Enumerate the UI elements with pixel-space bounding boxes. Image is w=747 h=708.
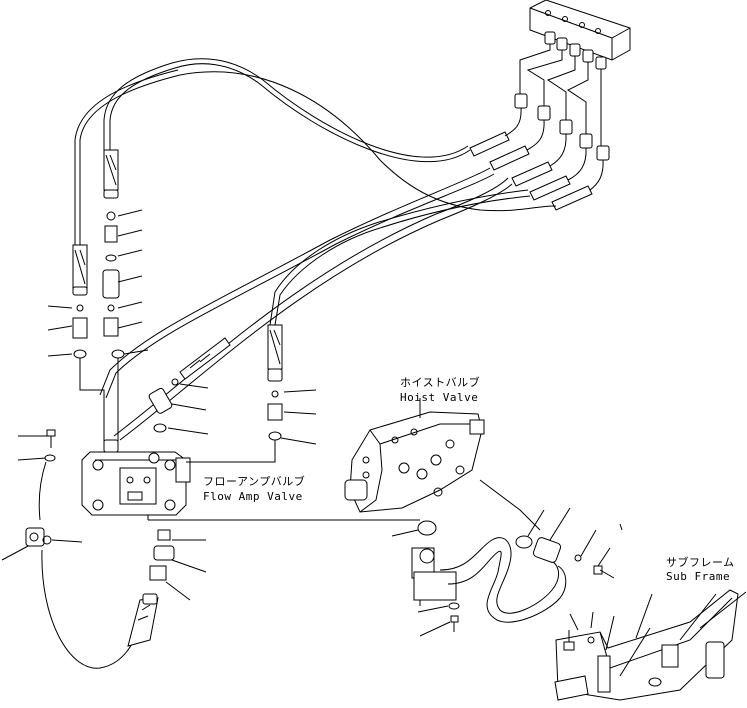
sub-frame-label-en: Sub Frame — [666, 570, 731, 583]
sub-frame-label-jp: サブフレーム — [666, 556, 735, 569]
hose-sleeves — [469, 131, 593, 211]
leader-lines-left — [1, 209, 149, 561]
flow-amp-valve-label-jp: フローアンプバルブ — [203, 475, 306, 488]
hose-elbows — [504, 107, 604, 191]
bolt-washer-left — [38, 429, 56, 521]
middle-hose-end — [186, 324, 317, 463]
hose-clip — [25, 527, 52, 547]
distribution-block — [529, 0, 631, 70]
hoist-valve — [344, 411, 485, 513]
block-pipes — [519, 44, 602, 150]
loop-hose-bottom-left — [41, 549, 135, 669]
sub-frame-bolts — [563, 611, 595, 651]
s-shaped-pipe — [439, 537, 567, 623]
flow-amp-valve-label-en: Flow Amp Valve — [203, 490, 303, 503]
elbow-fitting-bottom — [127, 529, 207, 647]
hoist-valve-label-en: Hoist Valve — [400, 391, 479, 404]
left-hose-assembly-b — [72, 244, 88, 359]
flange-fitting — [515, 507, 623, 579]
diagonal-hose-sleeve — [148, 337, 231, 435]
hoist-valve-label-jp: ホイストバルブ — [400, 376, 481, 389]
hoist-bracket-assembly — [391, 520, 460, 637]
flow-amp-valve — [81, 439, 420, 521]
hoist-hose-line — [479, 479, 541, 531]
sub-frame — [554, 589, 747, 701]
hose-nuts — [514, 93, 610, 161]
left-hose-assembly-a — [102, 149, 125, 359]
connector-line-a — [79, 358, 105, 448]
long-hoses — [74, 58, 557, 441]
block-fittings — [544, 31, 607, 70]
